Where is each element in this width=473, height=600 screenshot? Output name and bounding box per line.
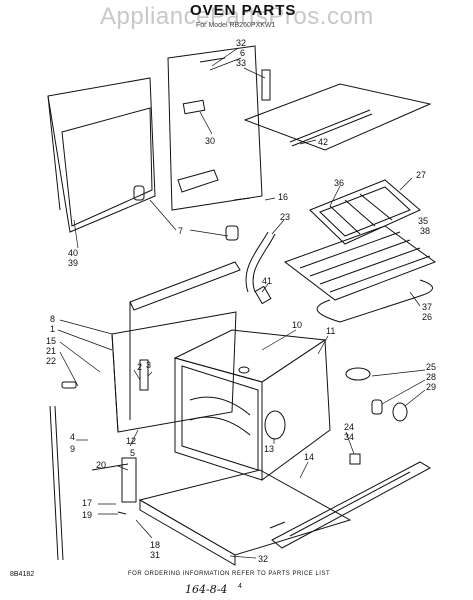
callout-label: 4 [70,432,75,442]
front-bezel [111,311,237,433]
callout-label: 28 [426,372,436,382]
oven-rack [283,225,437,301]
callout-label: 15 [46,336,56,346]
callout-label: 9 [70,444,75,454]
broil-element-tube [245,231,276,305]
callout-label: 25 [426,362,436,372]
page-number: 4 [238,583,242,590]
callout-label: 14 [304,452,314,462]
broil-rack [309,179,421,245]
bottom-panel [138,469,352,566]
callout-label: 20 [96,460,106,470]
callout-label: 41 [262,276,272,286]
callout-label: 42 [318,137,328,147]
callout-label: 39 [68,258,78,268]
callout-label: 13 [264,444,274,454]
callout-label: 30 [205,136,215,146]
page-title: OVEN PARTS [190,2,297,19]
callout-label: 21 [46,346,56,356]
side-trim-strip [49,405,64,561]
callout-label: 37 [422,302,432,312]
bake-element [316,279,433,323]
callout-label: 19 [82,510,92,520]
model-subtitle: For Model RB260PXKW1 [196,22,276,29]
callout-label: 18 [150,540,160,550]
callout-label: 8 [50,314,55,324]
callout-label: 16 [278,192,288,202]
side-insulation-panel [47,77,156,233]
oven-light-parts [345,367,408,422]
leader-lines [57,47,426,559]
callout-label: 7 [178,226,183,236]
callout-label: 1 [50,324,55,334]
callout-label: 29 [426,382,436,392]
front-frame-strip [129,261,241,420]
callout-label: 26 [422,312,432,322]
hinge-assembly [91,359,149,503]
callout-label: 10 [292,320,302,330]
callout-label: 36 [334,178,344,188]
callout-label: 23 [280,212,290,222]
callout-label: 6 [240,48,245,58]
callout-label: 2 [137,362,142,372]
callout-label: 24 [344,422,354,432]
callout-label: 35 [418,216,428,226]
callout-label: 17 [82,498,92,508]
callout-labels: 32 6 33 30 42 16 7 40 39 23 36 27 35 38 … [46,38,436,564]
watermark-text: AppliancePartsPros.com [100,3,374,30]
top-panel [243,83,432,151]
callout-label: 34 [344,432,354,442]
foot-pads [133,185,239,241]
screw-fasteners [61,381,361,515]
callout-label: 12 [126,436,136,446]
callout-label: 32 [236,38,246,48]
callout-label: 11 [326,326,335,336]
callout-label: 22 [46,356,56,366]
vent-grille [271,461,432,549]
callout-label: 27 [416,170,426,180]
ordering-instruction: FOR ORDERING INFORMATION REFER TO PARTS … [128,571,331,577]
callout-label: 33 [236,58,246,68]
callout-label: 38 [420,226,430,236]
back-panel [167,45,271,211]
callout-label: 5 [130,448,135,458]
callout-label: 40 [68,248,78,258]
handwritten-note: 164-8-4 [185,583,228,596]
callout-label: 31 [150,550,160,560]
callout-label: 3 [146,360,151,370]
callout-label: 32 [258,554,268,564]
diagram-code: 8B4182 [10,571,35,578]
